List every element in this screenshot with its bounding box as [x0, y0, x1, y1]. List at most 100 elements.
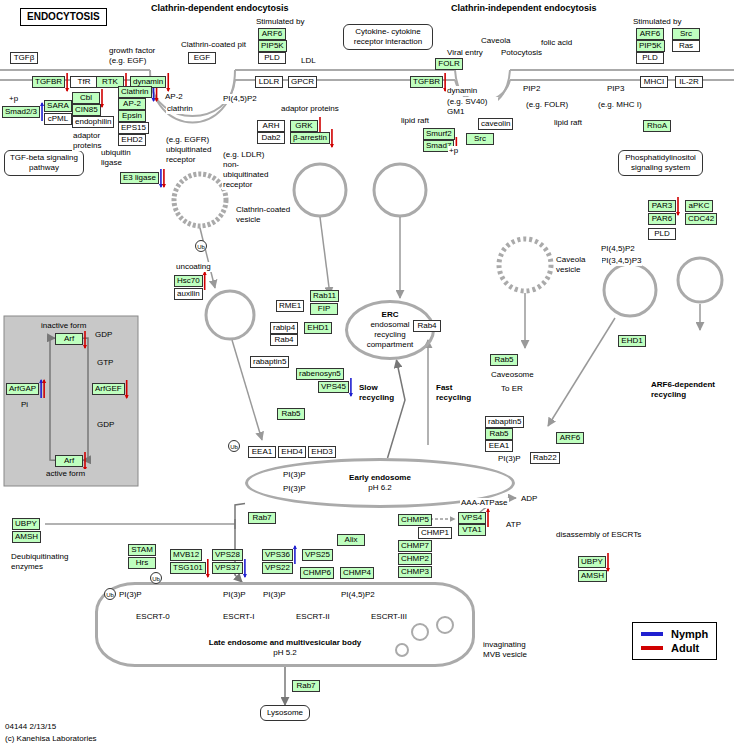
- ubiquitin-tag: Ub: [228, 440, 240, 452]
- gene-box: Rab5: [485, 428, 513, 440]
- node-text: EHD1: [307, 323, 329, 333]
- node-text: VPS25: [305, 550, 330, 560]
- gene-box-white: ARH: [257, 120, 285, 132]
- node-text: FIP: [313, 304, 335, 314]
- node-text: LDLR: [258, 77, 280, 87]
- gene-box: CHMP3: [398, 566, 432, 578]
- legend-row: Adult: [641, 641, 708, 655]
- gene-box: β-arrestin: [290, 132, 330, 144]
- gene-box: rabenosyn5: [296, 368, 344, 380]
- annotation-label: LDL: [300, 56, 317, 66]
- expression-arrow: [162, 169, 166, 188]
- node-text: Rab5: [493, 355, 515, 365]
- node-text: Smad2/3: [5, 107, 37, 117]
- gene-box: Arf: [55, 455, 83, 467]
- gene-box: Rab11: [310, 290, 339, 302]
- gene-box: CIN85: [72, 104, 101, 116]
- node-text: Hrs: [131, 558, 153, 568]
- annotation-label: (e.g. MHC I): [597, 100, 643, 110]
- annotation-label: GDP: [94, 330, 113, 340]
- expression-arrow: [39, 379, 43, 398]
- annotation-label: Clathrin-independent endocytosis: [450, 3, 598, 13]
- node-text: auxilin: [177, 289, 200, 299]
- node-text: rabenosyn5: [299, 369, 341, 379]
- legend-row: Nymph: [641, 627, 708, 641]
- node-text: VPS28: [215, 550, 240, 560]
- gene-box: AP-2: [118, 98, 146, 110]
- gene-box: ARF6: [258, 28, 286, 40]
- node-text: Cbl: [75, 93, 97, 103]
- node-text: Rab22: [533, 453, 557, 463]
- node-text: Rab5: [280, 409, 302, 419]
- gene-box-white: Rab4: [270, 334, 298, 346]
- node-text: CHMP1: [421, 528, 449, 538]
- annotation-label: invaginating MVB vesicle: [482, 640, 539, 660]
- flow-connector: [388, 360, 405, 458]
- annotation-label: Clathrin-coated pit: [180, 40, 247, 50]
- gene-box: CHMP4: [340, 567, 374, 579]
- gene-box-white: EEA1: [485, 440, 513, 452]
- annotation-label: (e.g. SV40) GM1: [446, 97, 498, 117]
- node-text: VPS45: [321, 382, 346, 392]
- node-text: TGFβ: [13, 53, 35, 63]
- node-text: EPS15: [121, 123, 146, 133]
- gene-box-white: CHMP1: [418, 527, 452, 539]
- node-text: IL-2R: [678, 77, 700, 87]
- gene-box: RhoA: [643, 120, 671, 132]
- expression-arrow: [293, 545, 297, 564]
- pathway-box: Phosphatidylinositol signaling system: [618, 150, 703, 176]
- gene-box: VPS22: [262, 562, 293, 574]
- node-text: CHMP2: [401, 554, 429, 564]
- expression-arrow: [330, 129, 334, 148]
- annotation-label: (c) Kanehisa Laboratories: [4, 734, 98, 744]
- gene-box: TGFBR: [410, 76, 443, 88]
- gene-box: Cbl: [72, 92, 100, 104]
- gene-box-white: Rab4: [413, 320, 441, 332]
- node-text: PAR6: [651, 214, 673, 224]
- node-text: STAM: [131, 545, 153, 555]
- node-text: EEA1: [251, 447, 273, 457]
- node-text: MVB12: [173, 550, 199, 560]
- node-text: PLD: [639, 53, 661, 63]
- node-text: RME1: [279, 301, 301, 311]
- gene-box-white: Ras: [672, 40, 700, 52]
- node-text: Late endosome and multivesicular body: [209, 638, 361, 648]
- annotation-label: PIP2: [522, 84, 541, 94]
- gene-box: CHMP5: [398, 514, 432, 526]
- gene-box-white: cPML: [44, 113, 72, 125]
- gene-box: TGFBR: [32, 76, 65, 88]
- gene-box-white: EGF: [188, 52, 216, 64]
- legend-box: NymphAdult: [632, 622, 717, 660]
- annotation-label: Deubiquitinating enzymes: [10, 552, 82, 572]
- node-text: PLD: [651, 229, 673, 239]
- gene-box-white: EHD3: [308, 446, 336, 458]
- gene-box: Smad2/3: [2, 106, 40, 118]
- node-text: AP-2: [121, 99, 143, 109]
- annotation-label: Caveola vesicle: [555, 255, 602, 275]
- gene-box: Rab5: [277, 408, 305, 420]
- gene-box: AMSH: [12, 531, 41, 543]
- annotation-label: +p: [448, 146, 459, 156]
- node-text: VPS4: [461, 513, 483, 523]
- gene-box: CHMP7: [398, 540, 432, 552]
- gene-box-white: RME1: [276, 300, 304, 312]
- membrane: [0, 70, 734, 123]
- expression-arrow: [349, 378, 353, 397]
- annotation-label: +p: [8, 94, 19, 104]
- flow-connector: [284, 667, 286, 705]
- node-text: RhoA: [646, 121, 668, 131]
- gene-box-white: PLD: [636, 52, 664, 64]
- node-text: PIP5K: [261, 41, 284, 51]
- gene-box-white: endophilin: [72, 116, 114, 128]
- gene-box-white: EPS15: [118, 122, 149, 134]
- gene-box: VPS28: [212, 549, 243, 561]
- gene-box: E3 ligase: [120, 172, 159, 184]
- node-text: CHMP7: [401, 541, 429, 551]
- gene-box: VTA1: [458, 524, 486, 536]
- node-text: EHD2: [121, 135, 143, 145]
- gene-box: PIP5K: [258, 40, 287, 52]
- node-text: ARH: [260, 121, 282, 131]
- gene-box: Hsc70: [174, 275, 203, 287]
- node-text: rabaptin5: [488, 417, 521, 427]
